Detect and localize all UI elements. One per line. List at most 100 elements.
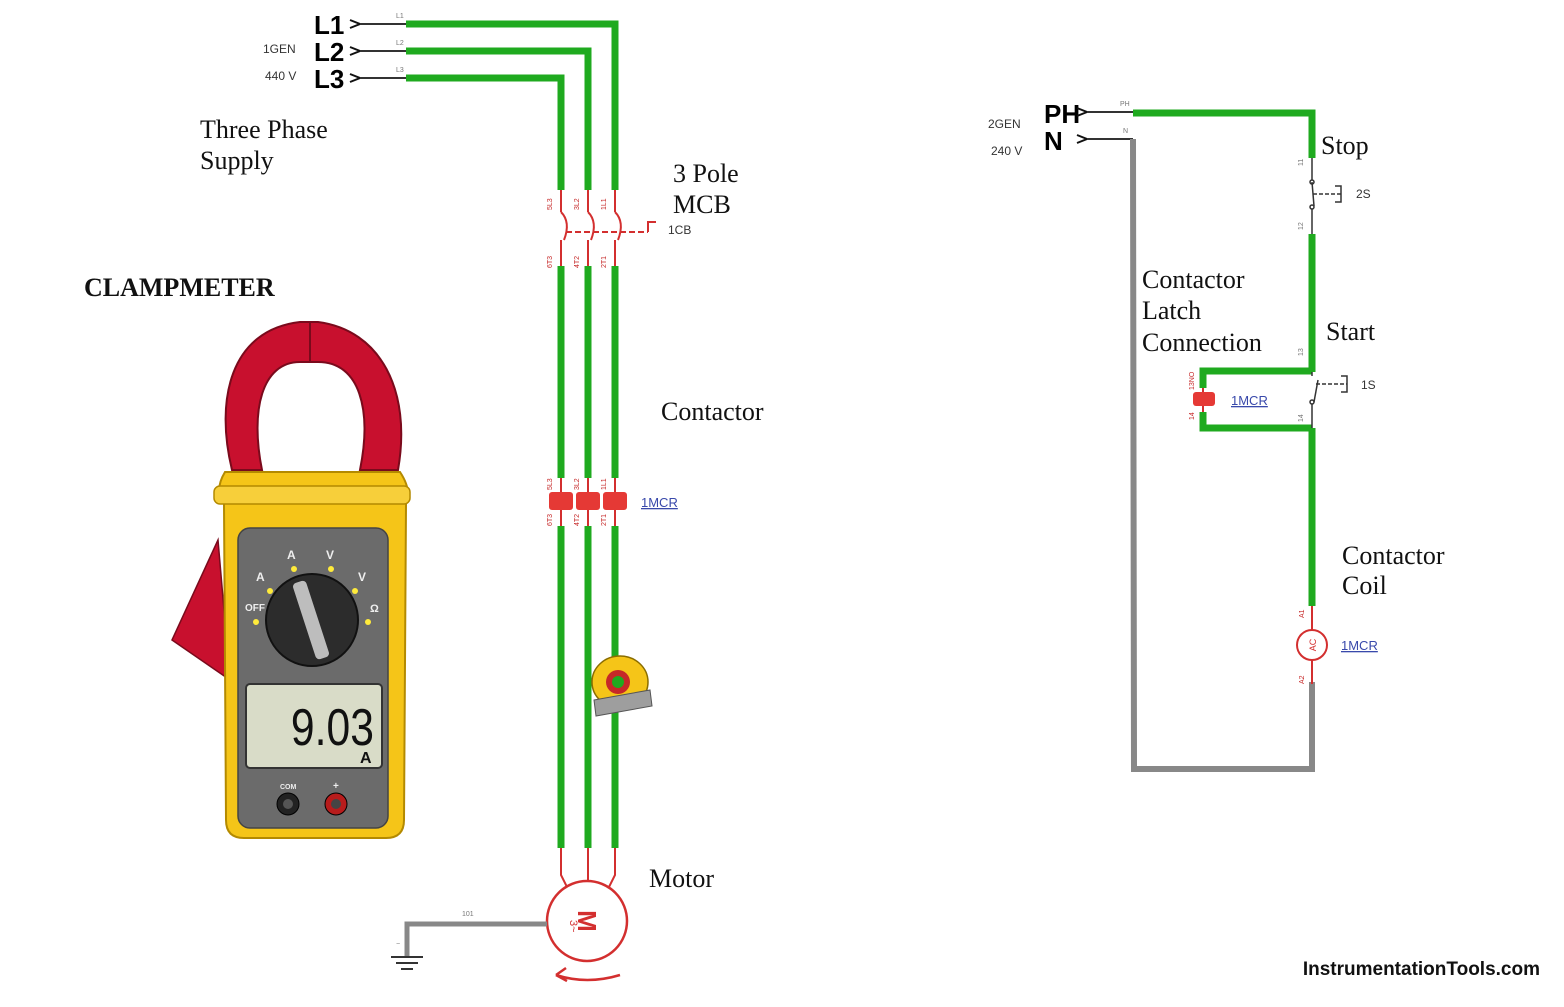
power-wires-mid <box>557 266 619 478</box>
stop-pushbutton[interactable]: 11 12 <box>1298 158 1342 234</box>
dial-label-ohm: Ω <box>370 603 379 615</box>
contact-l3 <box>549 492 573 510</box>
control-gen-tag: 2GEN <box>988 117 1021 131</box>
svg-text:3L2: 3L2 <box>574 198 581 210</box>
terminal-arrow-l2 <box>349 46 363 56</box>
svg-text:2T1: 2T1 <box>601 514 608 526</box>
watermark: InstrumentationTools.com <box>1303 959 1540 980</box>
start-tag: 1S <box>1361 378 1376 392</box>
control-supply: PH N 2GEN 240 V PH N <box>988 99 1133 158</box>
supply-caption-line1: Three Phase <box>200 115 328 144</box>
svg-text:4T2: 4T2 <box>574 514 581 526</box>
svg-text:5L3: 5L3 <box>547 198 554 210</box>
motor-letter: M <box>572 910 602 932</box>
coil-caption-line2: Coil <box>1342 571 1387 600</box>
svg-text:1L1: 1L1 <box>601 198 608 210</box>
latch-wire-top <box>1199 367 1312 388</box>
phase-label-l2: L2 <box>314 37 344 67</box>
ground-wire-label: 101 <box>462 911 474 918</box>
svg-text:−: − <box>396 941 400 948</box>
svg-text:13NO: 13NO <box>1189 371 1196 390</box>
terminal-arrow-l1 <box>349 19 363 29</box>
motor: M 3~ <box>545 848 629 983</box>
stop-caption: Stop <box>1321 131 1369 160</box>
lcd-reading: 9.03 <box>291 699 374 757</box>
dial-label-a-dc: A <box>256 570 265 584</box>
control-neutral-label: N <box>1044 126 1063 156</box>
latch-contact: 13NO 14 <box>1189 371 1215 420</box>
coil-tag-link[interactable]: 1MCR <box>1341 638 1378 653</box>
svg-text:6T3: 6T3 <box>547 256 554 268</box>
wire-label-l3: L3 <box>396 67 404 74</box>
svg-text:4T2: 4T2 <box>574 256 581 268</box>
supply-caption-line2: Supply <box>200 146 274 175</box>
mcb-3-pole <box>560 190 656 266</box>
mcb-caption-line2: MCB <box>673 190 731 219</box>
latch-wire-bottom <box>1199 412 1312 432</box>
clamp-jaw <box>224 321 403 471</box>
contact-l2 <box>576 492 600 510</box>
dial-label-off: OFF <box>245 603 265 614</box>
dial-pointer <box>293 580 329 660</box>
svg-text:14: 14 <box>1189 412 1196 420</box>
svg-text:6T3: 6T3 <box>547 514 554 526</box>
svg-text:13: 13 <box>1298 348 1305 356</box>
control-phase-label: PH <box>1044 99 1080 129</box>
svg-text:5L3: 5L3 <box>547 478 554 490</box>
wire-label-l2: L2 <box>396 40 404 47</box>
motor-caption: Motor <box>649 864 714 893</box>
phase-label-l1: L1 <box>314 10 344 40</box>
svg-text:14: 14 <box>1298 414 1305 422</box>
svg-text:A2: A2 <box>1299 675 1306 684</box>
three-phase-supply: L1 L2 L3 1GEN 440 V L1 L2 L3 Three Phase… <box>200 10 406 175</box>
phase-wire <box>1133 109 1316 158</box>
contactor-caption: Contactor <box>661 397 764 426</box>
svg-text:12: 12 <box>1298 222 1305 230</box>
coil-symbol: AC <box>1308 638 1318 651</box>
mcb-terminals: 5L3 3L2 1L1 6T3 4T2 2T1 <box>547 198 608 268</box>
motor-subscript: 3~ <box>567 920 579 933</box>
svg-text:A1: A1 <box>1299 609 1306 618</box>
contactor-coil: AC A1 A2 <box>1296 606 1328 684</box>
clamp-on-wire <box>591 655 653 717</box>
contactor-main-contacts: 5L3 3L2 1L1 6T3 4T2 2T1 <box>547 478 627 526</box>
power-wires-top <box>406 20 619 190</box>
start-pushbutton[interactable]: 13 14 <box>1298 348 1348 428</box>
start-caption: Start <box>1326 317 1376 346</box>
phase-label-l3: L3 <box>314 64 344 94</box>
svg-text:2T1: 2T1 <box>601 256 608 268</box>
latch-tag-link[interactable]: 1MCR <box>1231 393 1268 408</box>
supply-gen-tag: 1GEN <box>263 42 296 56</box>
mcb-caption-line1: 3 Pole <box>673 159 739 188</box>
dial-label-v-ac: V <box>326 548 334 562</box>
control-wire-ph: PH <box>1120 101 1130 108</box>
mcb-tag: 1CB <box>668 223 691 237</box>
motor-symbol <box>545 879 629 963</box>
lcd-unit: A <box>360 750 372 767</box>
contact-l1 <box>603 492 627 510</box>
clampmeter-title: CLAMPMETER <box>84 273 275 302</box>
svg-text:3L2: 3L2 <box>574 478 581 490</box>
dial-label-v-dc: V <box>358 570 366 584</box>
jack-com-label: COM <box>280 784 297 791</box>
clamp-trigger <box>171 537 231 682</box>
clampmeter-graphic: OFF A A V V Ω 9.03 A COM + <box>171 321 411 839</box>
wire-label-l1: L1 <box>396 13 404 20</box>
dial-label-a-ac: A <box>287 548 296 562</box>
latch-caption-line2: Latch <box>1142 296 1201 325</box>
svg-text:11: 11 <box>1298 159 1305 166</box>
lcd-display <box>245 683 383 769</box>
terminal-arrow-l3 <box>349 73 363 83</box>
latch-caption-line1: Contactor <box>1142 265 1245 294</box>
coil-caption-line1: Contactor <box>1342 541 1445 570</box>
stop-tag: 2S <box>1356 187 1371 201</box>
control-wire-n: N <box>1123 128 1128 135</box>
contactor-tag-link[interactable]: 1MCR <box>641 495 678 510</box>
svg-text:1L1: 1L1 <box>601 478 608 490</box>
control-voltage: 240 V <box>991 144 1022 158</box>
latch-caption-line3: Connection <box>1142 328 1262 357</box>
motor-ground: 101 − <box>391 911 547 970</box>
jack-plus-label: + <box>333 781 339 792</box>
